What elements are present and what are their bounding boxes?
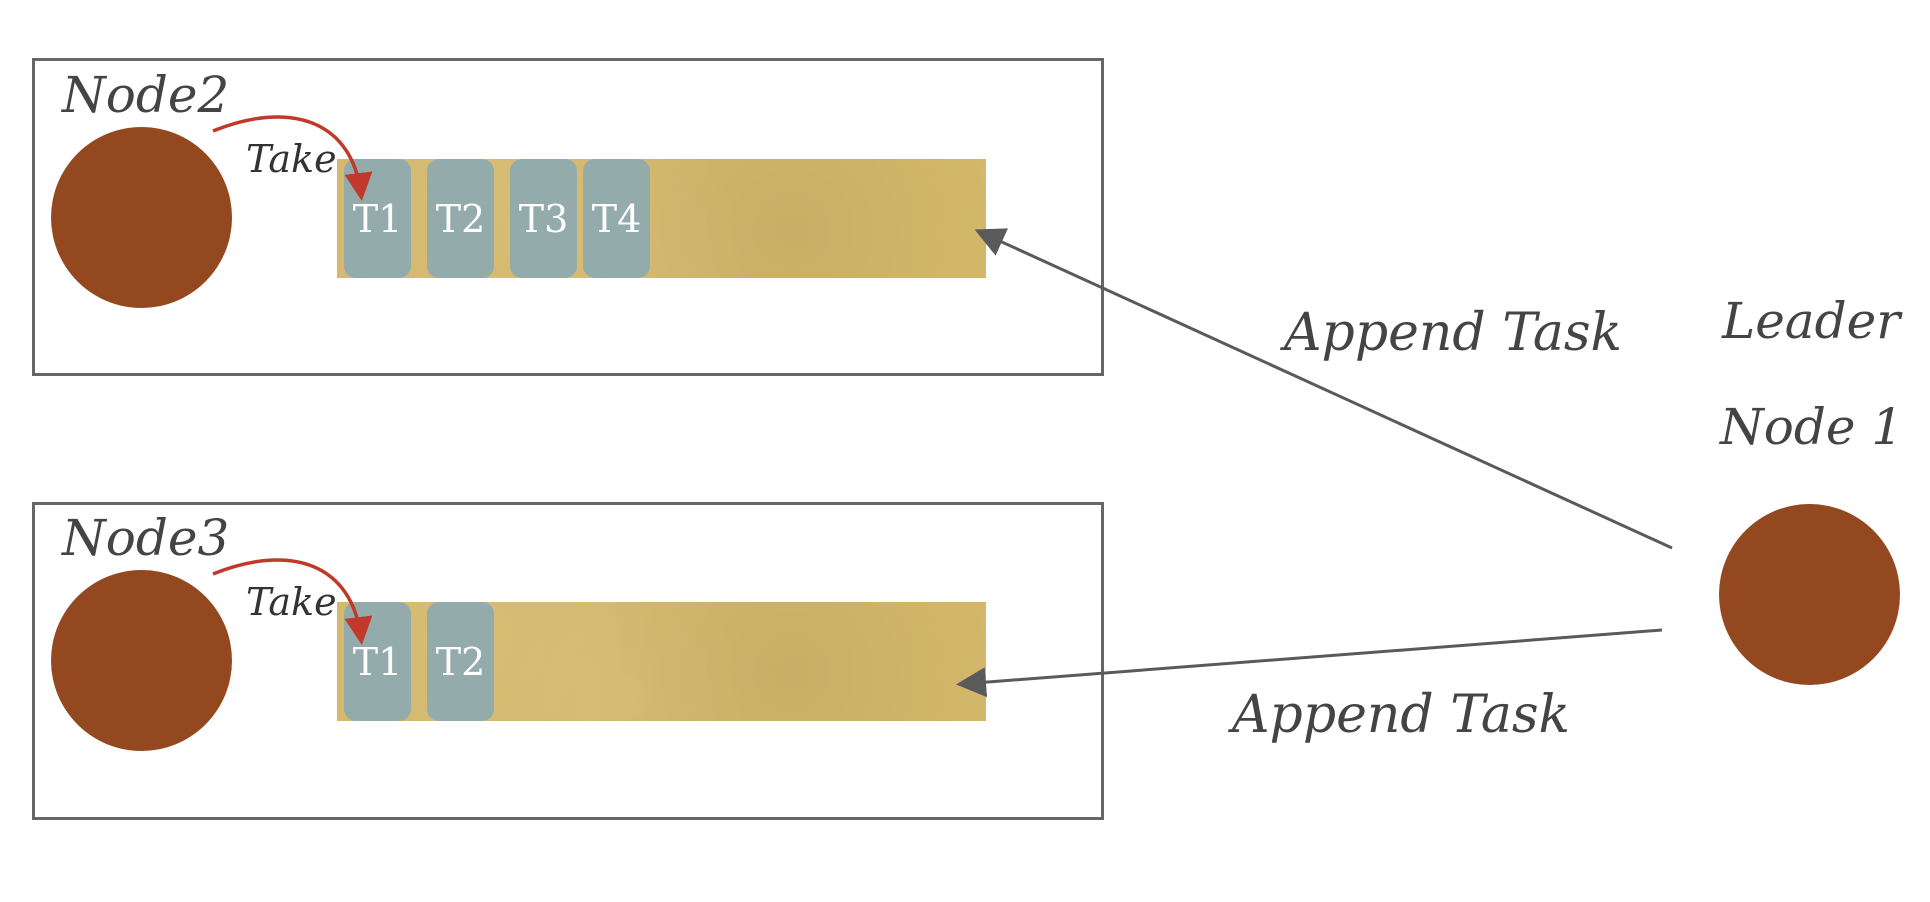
leader-role-label: Leader <box>1722 292 1901 350</box>
node2-task-t1: T1 <box>344 159 411 278</box>
append-task-label-node2: Append Task <box>1284 303 1623 363</box>
node3-task-t1: T1 <box>344 602 411 721</box>
node3-task-t2: T2 <box>427 602 494 721</box>
node2-task-t3: T3 <box>510 159 577 278</box>
node2-box <box>32 58 1104 376</box>
leader-node-label: Node 1 <box>1720 398 1904 456</box>
node3-label: Node3 <box>62 509 230 567</box>
node3-take-label: Take <box>246 580 337 624</box>
node2-task-t4: T4 <box>583 159 650 278</box>
node2-label: Node2 <box>62 66 230 124</box>
leader-circle <box>1719 504 1900 685</box>
node3-circle <box>51 570 232 751</box>
node2-circle <box>51 127 232 308</box>
node2-task-t2: T2 <box>427 159 494 278</box>
node2-take-label: Take <box>246 137 337 181</box>
append-task-label-node3: Append Task <box>1232 685 1571 745</box>
